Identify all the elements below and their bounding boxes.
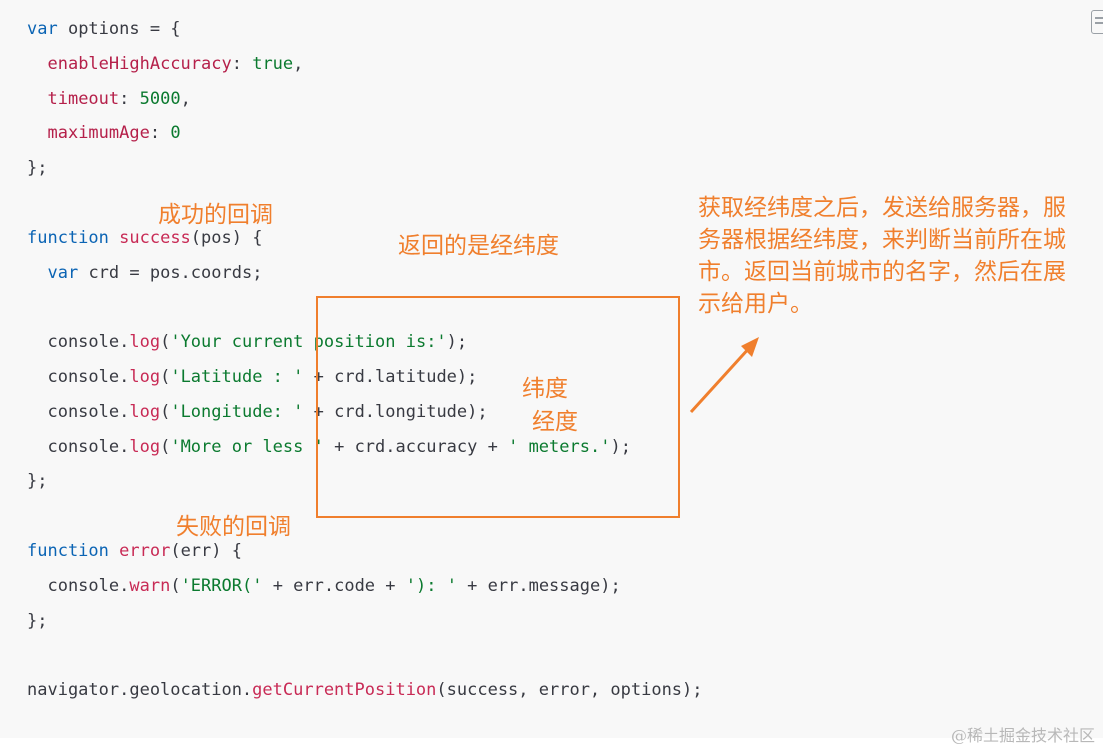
code-token: 'ERROR(' [180, 575, 263, 596]
code-line: }; [27, 151, 703, 186]
code-token: var [47, 262, 79, 283]
code-token: + crd.latitude); [303, 366, 478, 387]
code-token: }; [27, 471, 48, 492]
code-token: 'Your current position is:' [170, 332, 447, 353]
annotation-success-callback: 成功的回调 [158, 202, 273, 228]
annotation-returns-coordinates: 返回的是经纬度 [398, 233, 559, 259]
code-token: }; [27, 158, 48, 179]
code-token: warn [129, 575, 171, 596]
highlight-box [316, 296, 680, 518]
code-line [27, 186, 703, 221]
code-token [27, 54, 47, 74]
code-line: maximumAge: 0 [27, 116, 703, 151]
code-token: function [27, 540, 109, 561]
code-token: 0 [170, 123, 181, 144]
code-token: 'Latitude : ' [170, 366, 304, 387]
code-line [27, 638, 703, 673]
code-token: error [119, 540, 171, 561]
code-content: var options = { enableHighAccuracy: true… [27, 12, 703, 708]
code-token [109, 228, 119, 248]
code-token [27, 89, 47, 109]
code-token: ( [160, 332, 171, 353]
code-token [109, 541, 119, 561]
code-line: console.log('Latitude : ' + crd.latitude… [27, 360, 703, 395]
code-token: console. [27, 575, 130, 596]
annotation-latitude: 纬度 [522, 376, 568, 402]
code-token: '): ' [405, 575, 457, 596]
arrow-icon [689, 337, 759, 414]
code-token: log [129, 401, 161, 422]
code-token: options = { [57, 19, 181, 39]
code-line: console.log('More or less ' + crd.accura… [27, 430, 703, 465]
annotation-longitude: 经度 [532, 409, 578, 435]
code-token: + err.code + [262, 575, 406, 596]
code-token: crd = pos.coords; [78, 262, 263, 283]
code-token: : [231, 53, 253, 74]
code-token: + err.message); [456, 575, 621, 596]
code-token: (err) { [170, 540, 242, 561]
code-line: enableHighAccuracy: true, [27, 47, 703, 82]
code-token: : [149, 123, 171, 144]
code-token: (success, error, options); [436, 680, 703, 701]
code-line: function success(pos) { [27, 221, 703, 256]
code-line: navigator.geolocation.getCurrentPosition… [27, 673, 703, 708]
code-token [27, 123, 47, 143]
code-token: ( [170, 575, 181, 596]
code-line: function error(err) { [27, 534, 703, 569]
code-token: , [180, 88, 191, 109]
code-token: log [129, 332, 161, 353]
code-token: ( [160, 401, 171, 422]
code-line: console.warn('ERROR(' + err.code + '): '… [27, 569, 703, 604]
code-token: success [119, 227, 191, 248]
code-token: true [252, 53, 294, 74]
code-token: 'More or less ' [170, 436, 324, 457]
code-token: log [129, 436, 161, 457]
code-token: ( [160, 436, 171, 457]
code-token: navigator.geolocation. [27, 680, 253, 701]
code-token: + crd.accuracy + [323, 436, 509, 457]
code-token: (pos) { [190, 227, 263, 248]
code-token: maximumAge [47, 123, 150, 144]
code-token: }; [27, 610, 48, 631]
code-line: }; [27, 464, 703, 499]
annotation-server-note: 获取经纬度之后，发送给服务器，服务器根据经纬度，来判断当前所在城市。返回当前城市… [698, 195, 1066, 317]
code-token: timeout [47, 88, 120, 109]
copy-icon[interactable] [1091, 10, 1103, 34]
code-token [27, 263, 47, 283]
code-token: ); [446, 332, 468, 353]
code-line: var options = { [27, 12, 703, 47]
code-token: log [129, 366, 161, 387]
code-line: }; [27, 604, 703, 639]
code-token: ( [160, 366, 171, 387]
code-token: console. [27, 366, 130, 387]
code-token: ' meters.' [508, 436, 611, 457]
code-token: var [27, 19, 58, 39]
code-token: 'Longitude: ' [170, 401, 304, 422]
code-token: enableHighAccuracy [47, 53, 232, 74]
code-token: console. [27, 401, 130, 422]
code-line: console.log('Your current position is:')… [27, 325, 703, 360]
code-token: + crd.longitude); [303, 401, 488, 422]
code-token: getCurrentPosition [252, 680, 437, 701]
code-token: : [119, 88, 140, 109]
watermark: @稀土掘金技术社区 [950, 726, 1095, 745]
code-line: var crd = pos.coords; [27, 256, 703, 291]
code-token: , [293, 53, 304, 74]
code-token: ); [610, 436, 631, 457]
code-token: console. [27, 332, 130, 353]
annotation-error-callback: 失败的回调 [176, 514, 291, 540]
code-line: console.log('Longitude: ' + crd.longitud… [27, 395, 703, 430]
code-token: console. [27, 436, 130, 457]
code-line: timeout: 5000, [27, 82, 703, 117]
code-token: 5000 [139, 88, 181, 109]
code-token: function [27, 227, 109, 248]
